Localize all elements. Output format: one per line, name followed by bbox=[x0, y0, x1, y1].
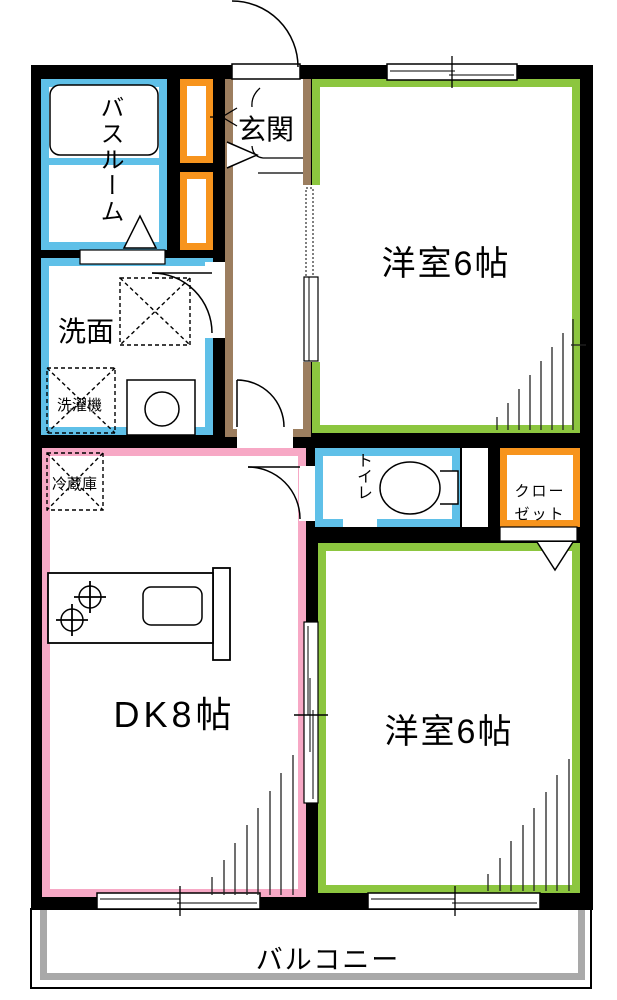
balcony-label: バルコニー bbox=[255, 945, 401, 975]
balcony-outline bbox=[30, 908, 592, 989]
bathroom-label: バスルーム bbox=[96, 95, 123, 225]
room-toilet bbox=[315, 448, 460, 527]
western-room-bottom-label: 洋室6帖 bbox=[384, 713, 514, 751]
closet-label-line2: ゼット bbox=[514, 506, 566, 523]
closet-label-line1: クロー bbox=[514, 483, 566, 500]
room-western-bottom bbox=[318, 543, 580, 893]
room-western-top bbox=[312, 79, 580, 433]
wall-left bbox=[31, 65, 44, 910]
laundry-label: 洗濯機 bbox=[57, 397, 103, 414]
entrance-label: 玄関 bbox=[238, 114, 295, 145]
refrigerator-label: 冷蔵庫 bbox=[52, 476, 98, 493]
dk-label: DK8帖 bbox=[113, 694, 236, 735]
room-closet bbox=[500, 448, 580, 527]
toilet-label: トイレ bbox=[354, 452, 371, 500]
washroom-label: 洗面 bbox=[58, 316, 115, 347]
shoe-cabinet-upper bbox=[180, 79, 213, 163]
shoe-cabinet-lower bbox=[180, 172, 213, 250]
balcony-railing bbox=[40, 910, 585, 980]
room-dining-kitchen bbox=[42, 448, 306, 897]
wall-dk-room bbox=[306, 543, 318, 893]
western-room-top-label: 洋室6帖 bbox=[381, 245, 511, 283]
